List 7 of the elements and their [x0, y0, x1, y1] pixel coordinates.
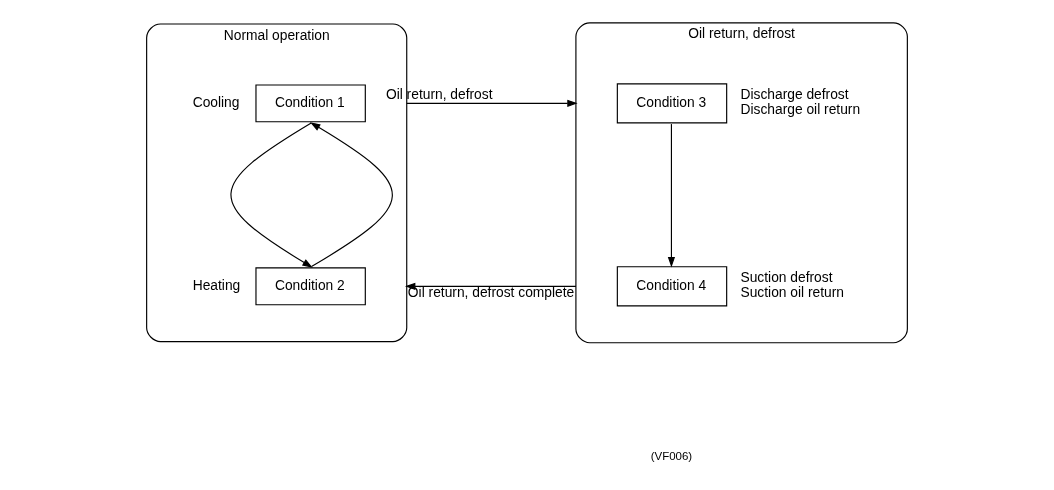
node-label: Cooling	[192, 93, 240, 110]
edge-label: Oil return, defrost	[385, 85, 493, 102]
node-label: Suction defrost	[740, 268, 833, 285]
node-label: Suction oil return	[740, 283, 845, 300]
label: (VF006)	[650, 449, 693, 462]
node-label: Heating	[192, 276, 241, 293]
node-label: Discharge defrost	[740, 85, 849, 102]
